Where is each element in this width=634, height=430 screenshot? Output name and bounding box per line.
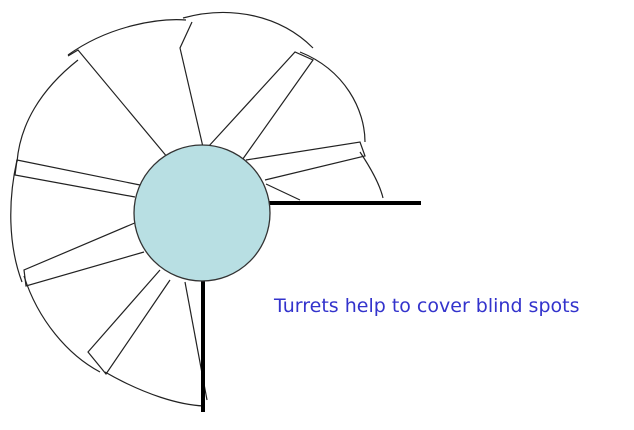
- wedge-left-upper: [14, 159, 141, 198]
- arc-right: [359, 151, 384, 199]
- arc-bottom: [104, 371, 205, 407]
- arc-left-upper: [16, 59, 79, 163]
- wedge-top-right: [207, 51, 314, 164]
- walls: [201, 201, 421, 412]
- wedge-top: [179, 21, 204, 148]
- caption-text: Turrets help to cover blind spots: [274, 295, 580, 317]
- wedge-top-left: [67, 49, 170, 161]
- arc-bottom-left: [23, 275, 101, 373]
- wedge-right: [245, 141, 366, 181]
- arc-left: [10, 159, 23, 283]
- coverage-boundary: [10, 11, 384, 407]
- arc-top: [182, 11, 314, 49]
- wedge-right-low: [265, 183, 301, 201]
- turret-circle: [133, 144, 271, 282]
- arc-top-left: [67, 19, 187, 56]
- arc-top-right: [299, 51, 366, 143]
- wedge-left: [23, 221, 145, 287]
- wedge-bottom-left: [87, 269, 171, 376]
